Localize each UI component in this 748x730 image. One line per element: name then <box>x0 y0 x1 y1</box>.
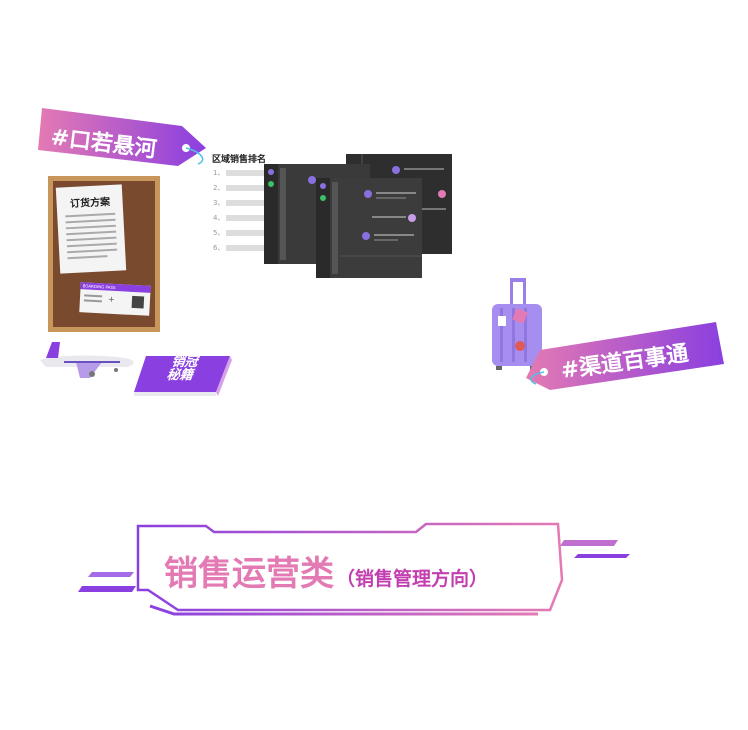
book-line-2: 秘籍 <box>164 368 197 383</box>
banner-title: 销售运营类 <box>164 554 334 594</box>
ranking-item-5: 5、 <box>213 229 225 237</box>
suitcase-icon <box>492 278 542 370</box>
order-title: 订货方案 <box>69 196 111 211</box>
ranking-item-3: 3、 <box>213 199 225 207</box>
airplane-icon <box>40 342 134 378</box>
tag-right: #渠道百事通 <box>526 322 724 390</box>
book-icon <box>134 356 232 396</box>
ranking-item-1: 1、 <box>213 169 225 177</box>
tag-left: #口若悬河 <box>38 108 206 166</box>
ranking-item-2: 2、 <box>213 184 225 192</box>
dashboard-windows <box>264 154 452 278</box>
banner-frame <box>78 522 630 616</box>
ranking-item-6: 6、 <box>213 244 225 252</box>
ranking-title: 区域销售排名 <box>212 155 267 165</box>
banner-subtitle: （销售管理方向） <box>336 568 489 590</box>
ranking-item-4: 4、 <box>213 214 225 222</box>
boarding-ticket: BOARDING PASS + <box>79 282 151 316</box>
banner-title-row: 销售运营类 （销售管理方向） <box>164 546 489 594</box>
